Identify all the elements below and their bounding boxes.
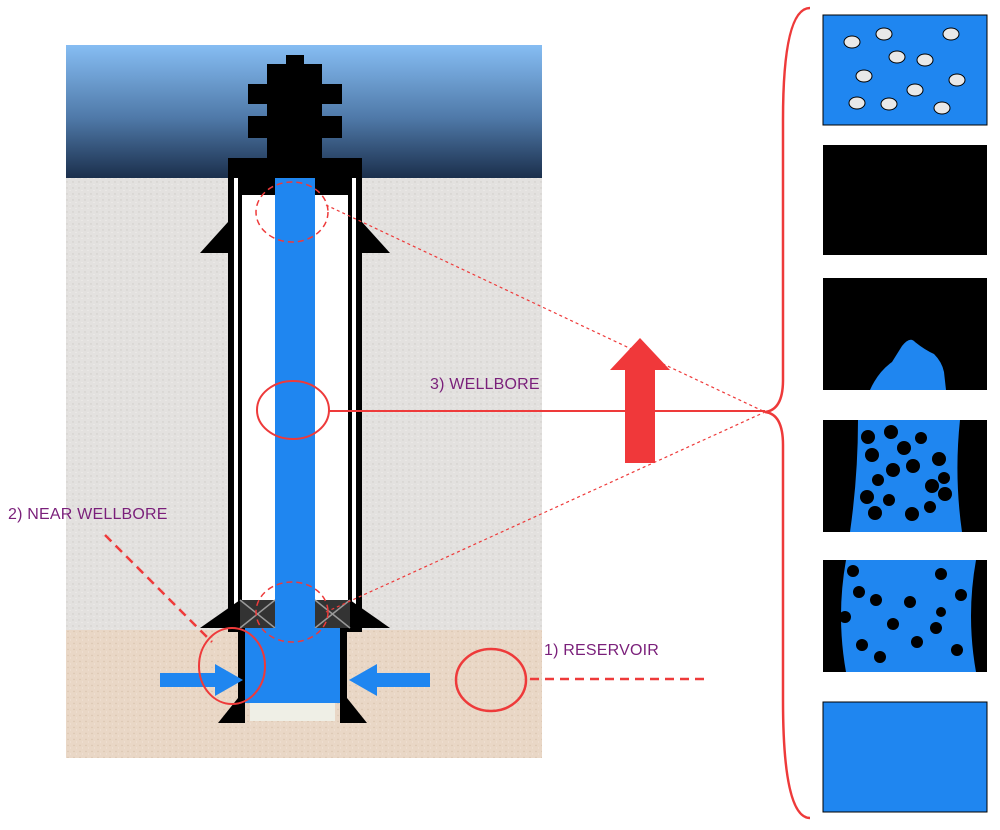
bottom-zone-circle <box>255 581 329 643</box>
annotation-group <box>104 6 811 820</box>
panel-brace <box>764 6 811 820</box>
near-wellbore-circle <box>198 627 266 705</box>
dispersed-flow-panel <box>823 560 987 672</box>
bubbly-flow-panel <box>822 14 988 126</box>
upward-flow-arrow <box>610 338 670 463</box>
packer <box>200 599 390 629</box>
casing-shoe-lower-right <box>347 698 367 723</box>
well-bottom-plug <box>250 703 335 721</box>
lower-casing <box>238 628 347 723</box>
wellbore-label: 3) WELLBORE <box>430 376 540 393</box>
inflow-arrow-right <box>349 664 430 696</box>
near-wellbore-label: 2) NEAR WELLBORE <box>8 506 168 523</box>
gas-flow-panel <box>823 145 987 255</box>
production-tubing <box>275 178 315 628</box>
reservoir-label: 1) RESERVOIR <box>544 642 659 659</box>
inflow-arrow-left <box>160 664 243 696</box>
casing-shoe-upper-left <box>200 222 228 253</box>
liquid-flow-panel <box>822 701 988 813</box>
casing-shoe-upper-right <box>362 222 390 253</box>
reservoir-circle <box>454 647 528 713</box>
slug-flow-panel <box>823 278 987 390</box>
lower-tubing <box>275 628 315 648</box>
wellhead <box>228 55 362 180</box>
churn-flow-panel <box>823 420 987 532</box>
top-zone-circle <box>255 181 329 243</box>
